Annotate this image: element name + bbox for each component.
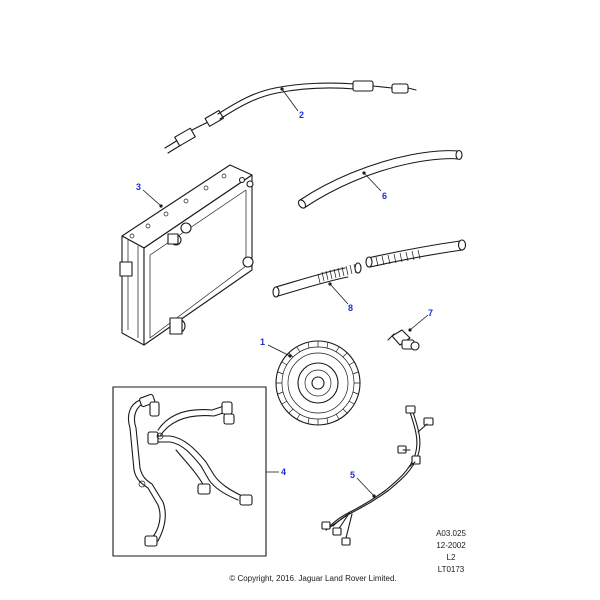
leader-1 [267,344,291,357]
callout-8: 8 [348,303,353,313]
part-7-sensor[interactable] [387,328,420,351]
part-4-cooler-pipes[interactable] [127,393,253,547]
leader-5 [356,477,375,497]
leader-6 [363,172,382,192]
part-4-frame [112,386,267,557]
callout-4: 4 [281,467,286,477]
part-3-radiator[interactable] [119,164,254,346]
callout-2: 2 [299,110,304,120]
leader-7 [409,314,429,331]
leader-3 [142,189,162,207]
callout-5: 5 [350,470,355,480]
leader-2 [281,88,299,112]
copyright-text: © Copyright, 2016. Jaguar Land Rover Lim… [229,574,396,583]
stamp-ref: A03.025 [436,529,466,538]
part-2-sensor-cable[interactable] [164,80,417,154]
part-6-top-hose[interactable] [297,149,463,210]
callout-1: 1 [260,337,265,347]
leader-8 [329,283,349,305]
callout-7: 7 [428,308,433,318]
part-5-wiring-harness[interactable] [321,405,434,546]
callout-3: 3 [136,182,141,192]
stamp-code: LT0173 [438,565,465,574]
part-1-viscous-fan[interactable] [275,340,361,426]
callout-6: 6 [382,191,387,201]
stamp-date: 12-2002 [436,541,466,550]
part-8-bottom-hose[interactable] [272,239,467,298]
reference-stamp: A03.025 12-2002 L2 LT0173 [436,529,466,574]
stamp-level: L2 [447,553,456,562]
